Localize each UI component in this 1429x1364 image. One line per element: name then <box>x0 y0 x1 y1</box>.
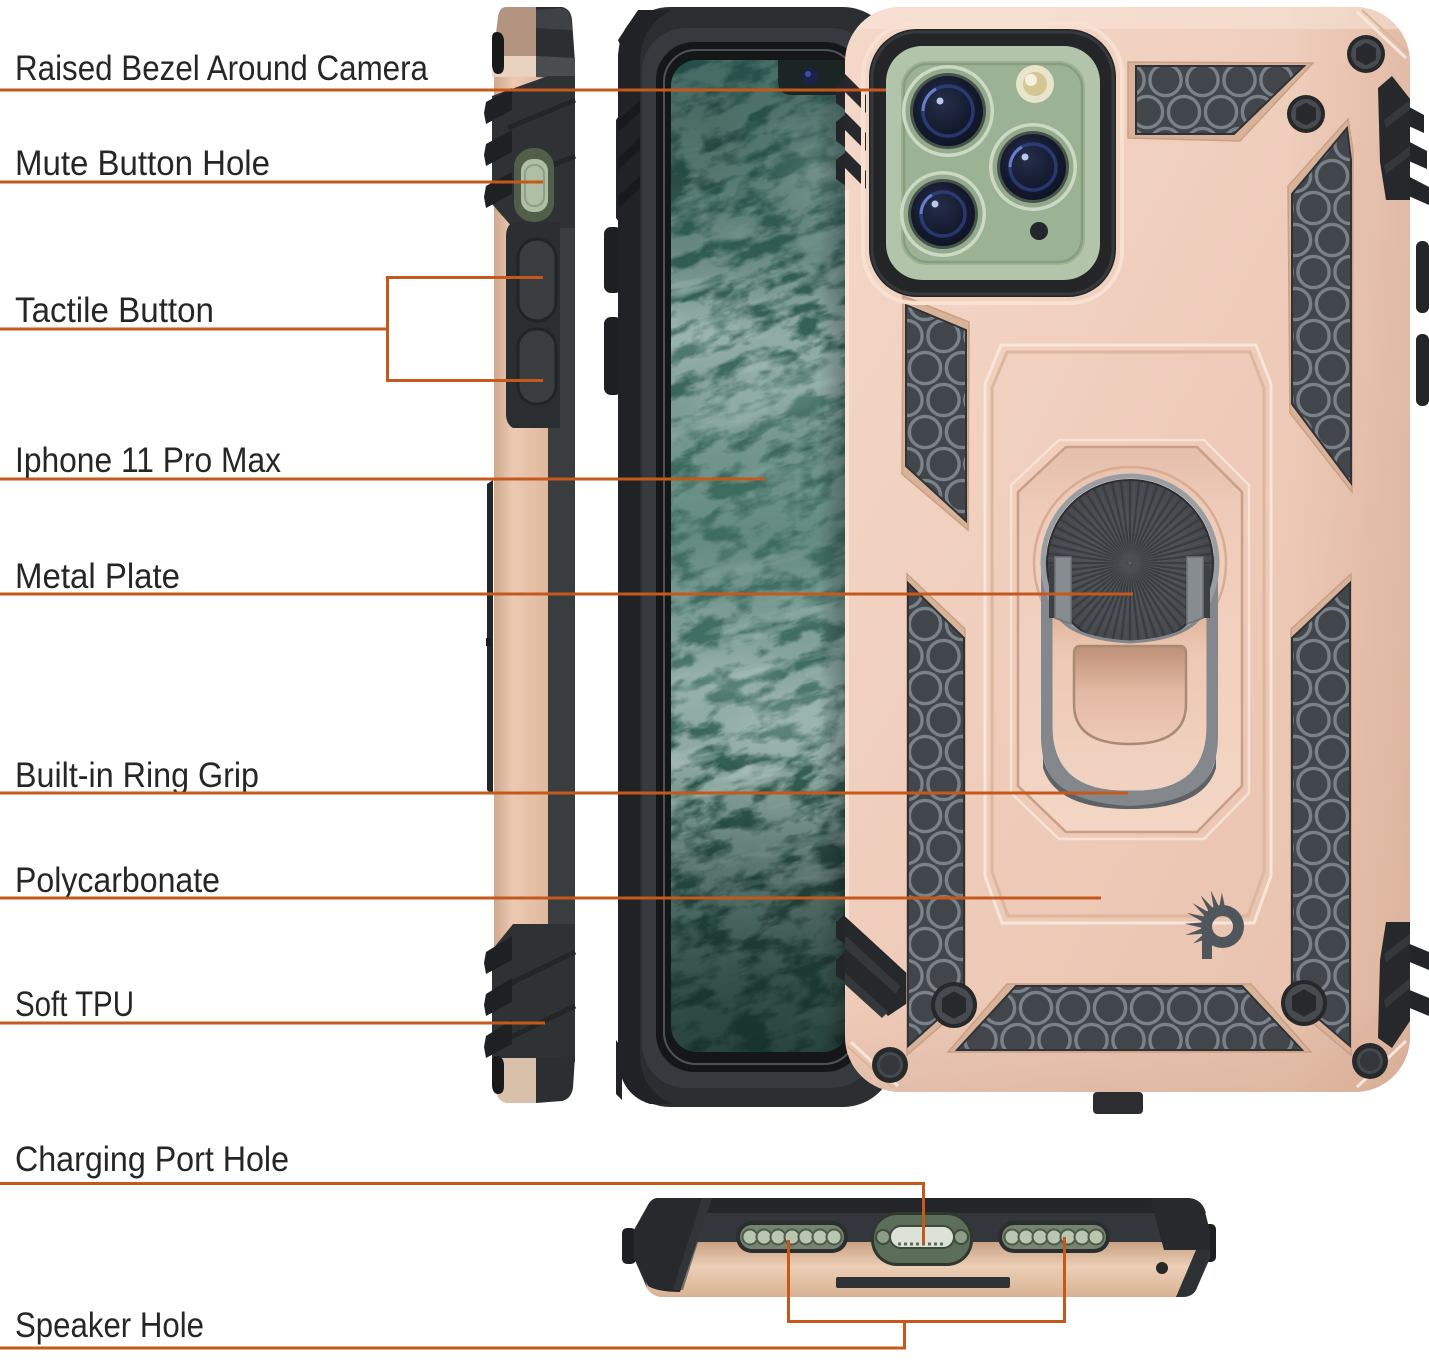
svg-text:Tactile Button: Tactile Button <box>15 291 214 330</box>
svg-text:Charging Port Hole: Charging Port Hole <box>15 1140 289 1179</box>
svg-text:Polycarbonate: Polycarbonate <box>15 861 220 900</box>
svg-text:Speaker Hole: Speaker Hole <box>15 1306 204 1345</box>
svg-text:Metal Plate: Metal Plate <box>15 557 180 596</box>
svg-text:Soft TPU: Soft TPU <box>15 985 134 1024</box>
svg-text:Iphone 11 Pro Max: Iphone 11 Pro Max <box>15 441 281 480</box>
svg-text:Raised Bezel Around Camera: Raised Bezel Around Camera <box>15 49 428 88</box>
svg-text:Built-in Ring Grip: Built-in Ring Grip <box>15 756 259 795</box>
svg-text:Mute Button Hole: Mute Button Hole <box>15 144 270 183</box>
